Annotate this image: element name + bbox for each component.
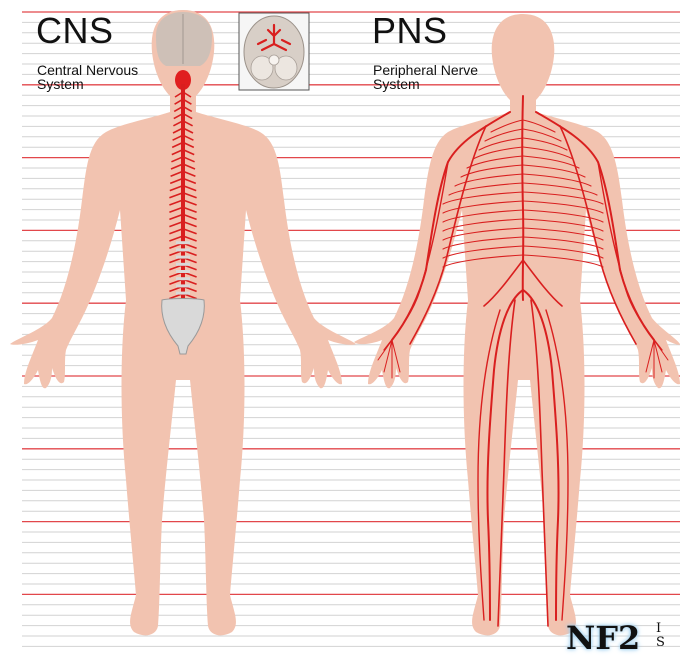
- vertebra: [176, 292, 190, 295]
- cns-subtitle-line2: System: [37, 77, 165, 91]
- logo-side-bottom: S: [656, 635, 665, 650]
- vertebra: [176, 277, 190, 280]
- vertebra: [176, 248, 190, 251]
- logo-text: NF2: [566, 620, 640, 656]
- cns-subtitle-line1: Central Nervous: [37, 63, 165, 77]
- vertebra: [176, 284, 190, 287]
- pns-subtitle-line2: System: [373, 77, 503, 91]
- cns-subtitle: Central Nervous System: [37, 63, 165, 91]
- nf2is-logo: NF2 I S: [566, 620, 670, 656]
- brain-lobes: [156, 12, 212, 66]
- skull-base-inset: [239, 13, 309, 90]
- logo-side-letters: I S: [656, 622, 665, 650]
- vertebra: [176, 256, 190, 259]
- vertebra: [176, 263, 190, 266]
- vertebra: [176, 270, 190, 273]
- vertebra: [176, 241, 190, 244]
- pns-title: PNS: [372, 13, 448, 49]
- cns-body-figure: [10, 10, 356, 635]
- pns-subtitle: Peripheral Nerve System: [373, 63, 503, 91]
- logo-side-top: I: [656, 621, 661, 636]
- cns-title: CNS: [36, 13, 114, 49]
- pns-subtitle-line1: Peripheral Nerve: [373, 63, 503, 77]
